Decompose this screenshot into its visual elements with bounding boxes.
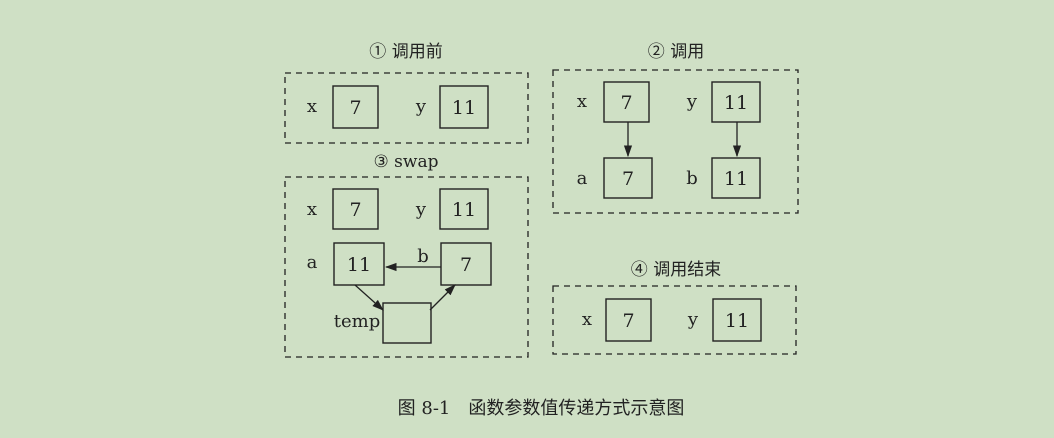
panel-2-a-value: 7 [622, 168, 634, 190]
panel-2-y-box [711, 81, 761, 123]
panel-2-title: ② 调用 [648, 42, 704, 62]
panel-4-x-label: x [582, 309, 592, 330]
panel-3-y-box [439, 188, 489, 230]
panel-4-y-value: 11 [725, 310, 749, 332]
panel-3-b-label: b [417, 246, 429, 267]
panel-2-b-label: b [686, 168, 698, 189]
panel-2-x-value: 7 [620, 92, 632, 114]
panel-2-x-label: x [577, 91, 587, 112]
panel-1-title: ① 调用前 [369, 42, 442, 62]
panel-1-y-box [439, 85, 489, 129]
panel-4-x-box [605, 298, 652, 342]
panel-2-a-label: a [577, 168, 588, 189]
panel-3-b-value: 7 [460, 254, 472, 276]
panel-2-y-label: y [686, 91, 698, 112]
panel-3-a-box [333, 242, 385, 286]
panel-1-x-label: x [307, 96, 317, 117]
figure-caption: 图 8-1 函数参数值传递方式示意图 [398, 398, 685, 419]
panel-3-b-box [440, 242, 492, 286]
panel-4-frame [552, 285, 797, 355]
panel-1-frame [284, 72, 529, 144]
panel-3-x-box [332, 188, 379, 230]
panel-3-x-label: x [307, 199, 317, 220]
panel-3-a-to-temp-arrow [354, 284, 384, 311]
panel-2-x-box [603, 81, 650, 123]
panel-3-temp-box [382, 302, 432, 344]
panel-3-y-value: 11 [452, 199, 476, 221]
panel-4-y-box [712, 298, 762, 342]
panel-3-y-label: y [415, 199, 427, 220]
panel-2-frame [552, 69, 799, 214]
panel-2-a-box [603, 157, 653, 199]
panel-3-x-value: 7 [349, 199, 361, 221]
panel-4-x-value: 7 [622, 310, 634, 332]
panel-3-temp-label: temp [334, 311, 380, 332]
panel-2-b-box [711, 157, 761, 199]
panel-1-y-label: y [415, 96, 427, 117]
panel-3-a-value: 11 [347, 254, 371, 276]
panel-1-x-value: 7 [349, 97, 361, 119]
panel-1-y-value: 11 [452, 97, 476, 119]
panel-3-frame [284, 176, 529, 358]
panel-2-y-value: 11 [724, 92, 748, 114]
panel-3-temp-to-b-arrow [429, 284, 456, 311]
panel-3-a-label: a [307, 252, 318, 273]
panel-3-title: ③ swap [374, 152, 439, 172]
panel-2-b-value: 11 [724, 168, 748, 190]
panel-4-y-label: y [687, 309, 699, 330]
panel-4-title: ④ 调用结束 [631, 260, 721, 280]
panel-1-x-box [332, 85, 379, 129]
